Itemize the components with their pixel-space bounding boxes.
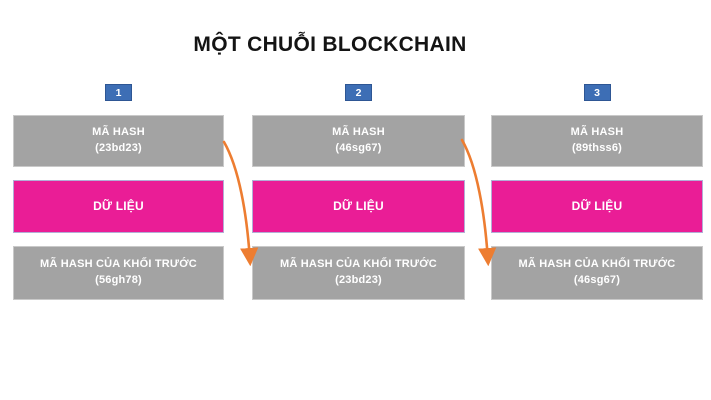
block-1: 1 MÃ HASH (23bd23) DỮ LIỆU MÃ HASH CỦA K… — [13, 84, 224, 300]
block-3-hash-value: (89thss6) — [571, 142, 623, 154]
block-3-prev-hash-label: MÃ HASH CỦA KHỐI TRƯỚC — [518, 258, 676, 271]
block-1-data-label: DỮ LIỆU — [93, 198, 144, 213]
arrow-block2-to-block3 — [460, 138, 497, 267]
block-2-prev-hash-label: MÃ HASH CỦA KHỐI TRƯỚC — [280, 258, 437, 271]
block-2-data-label: DỮ LIỆU — [333, 198, 384, 213]
block-2-hash-box: MÃ HASH (46sg67) — [252, 115, 465, 167]
block-3-number-badge: 3 — [583, 84, 611, 101]
block-3-data-box: DỮ LIỆU — [491, 180, 703, 233]
block-2-data-box: DỮ LIỆU — [252, 180, 465, 233]
block-3-prev-hash-box: MÃ HASH CỦA KHỐI TRƯỚC (46sg67) — [491, 246, 703, 300]
block-1-hash-box: MÃ HASH (23bd23) — [13, 115, 224, 167]
block-1-hash-value: (23bd23) — [95, 142, 142, 154]
block-3-hash-box: MÃ HASH (89thss6) — [491, 115, 703, 167]
block-1-data-box: DỮ LIỆU — [13, 180, 224, 233]
block-2-hash-value: (46sg67) — [335, 142, 382, 154]
arrow-block1-to-block2 — [222, 140, 259, 267]
block-3-prev-hash-value: (46sg67) — [573, 274, 621, 286]
diagram-title: MỘT CHUỖI BLOCKCHAIN — [193, 33, 467, 56]
block-3-data-label: DỮ LIỆU — [571, 198, 623, 213]
block-3-hash-label: MÃ HASH — [570, 126, 624, 139]
block-1-hash-label: MÃ HASH — [92, 126, 145, 139]
block-1-prev-hash-box: MÃ HASH CỦA KHỐI TRƯỚC (56gh78) — [13, 246, 224, 300]
block-2: 2 MÃ HASH (46sg67) DỮ LIỆU MÃ HASH CỦA K… — [252, 84, 465, 300]
block-2-prev-hash-value: (23bd23) — [335, 274, 382, 286]
block-1-number-badge: 1 — [105, 84, 132, 101]
block-2-hash-label: MÃ HASH — [332, 126, 385, 139]
block-1-prev-hash-value: (56gh78) — [95, 274, 142, 286]
block-3: 3 MÃ HASH (89thss6) DỮ LIỆU MÃ HASH CỦA … — [491, 84, 703, 300]
block-1-prev-hash-label: MÃ HASH CỦA KHỐI TRƯỚC — [40, 258, 197, 271]
block-2-number-badge: 2 — [345, 84, 372, 101]
block-2-prev-hash-box: MÃ HASH CỦA KHỐI TRƯỚC (23bd23) — [252, 246, 465, 300]
